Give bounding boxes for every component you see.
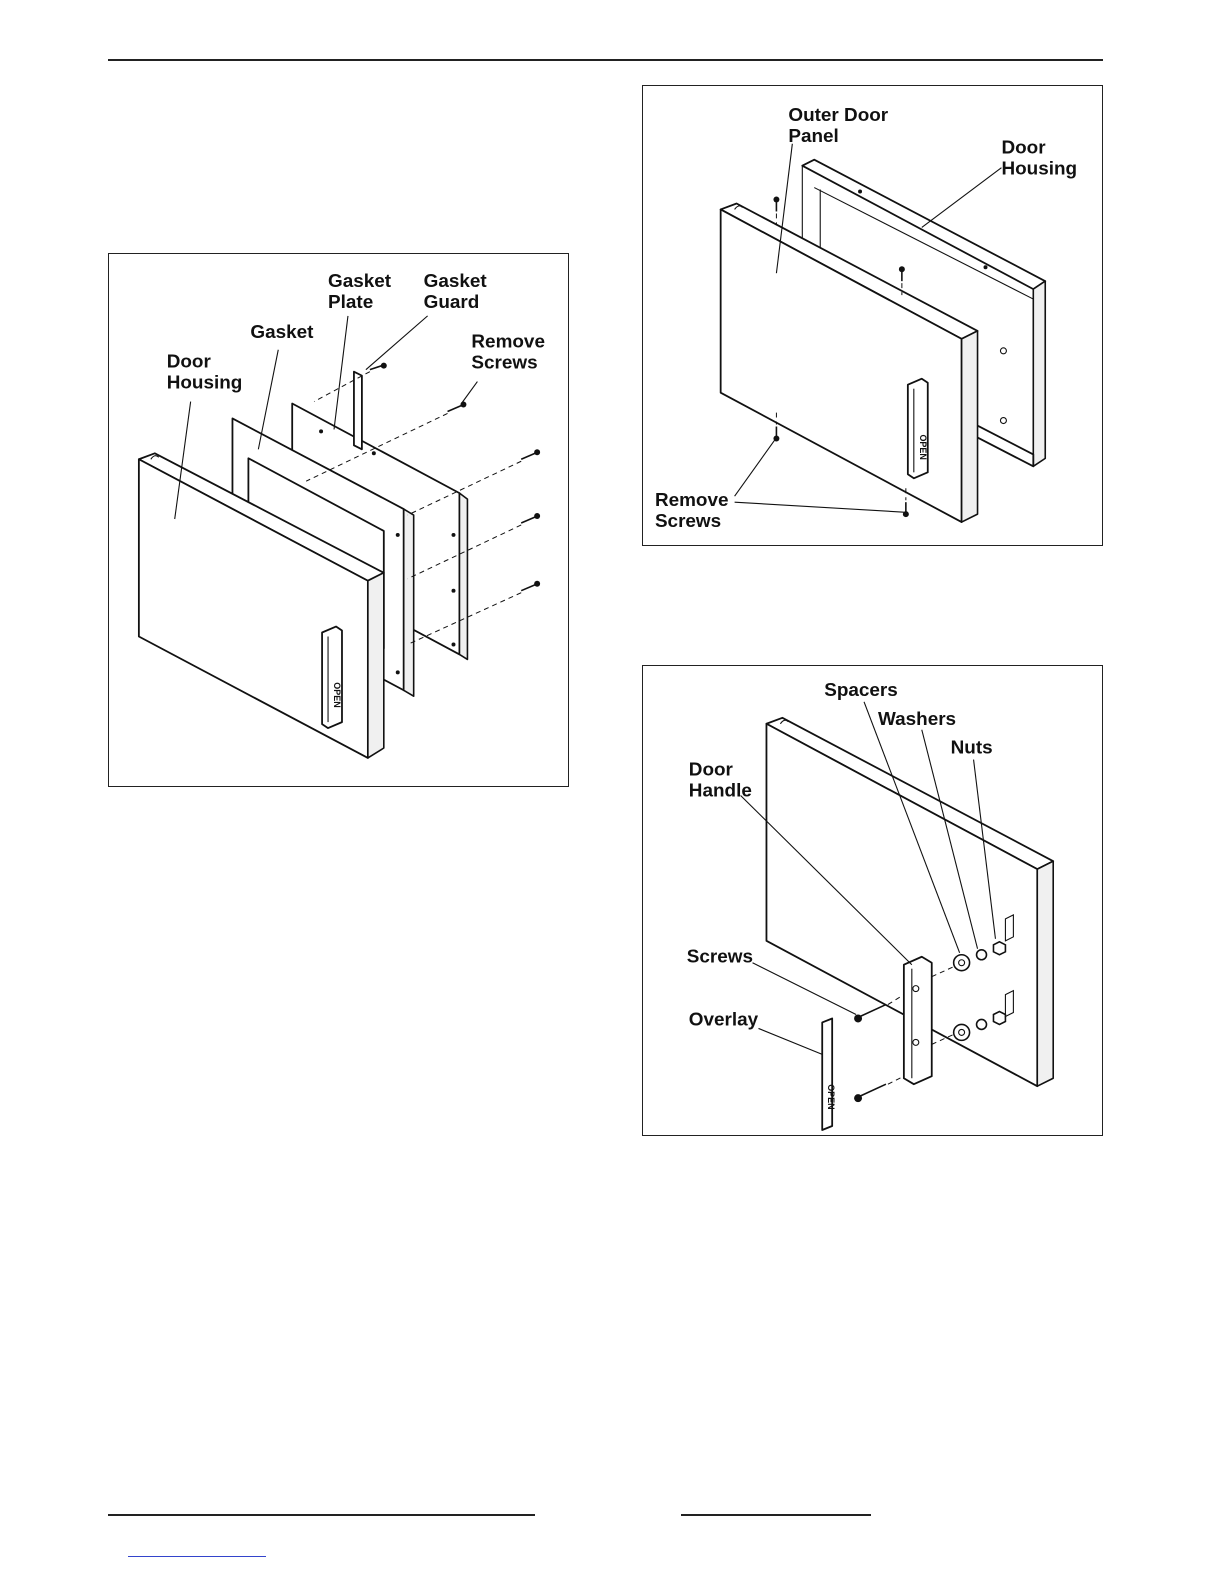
- label-nuts: Nuts: [951, 738, 993, 759]
- label-door-housing: Door: [1001, 138, 1046, 159]
- overlay-text: OPEN: [918, 434, 928, 459]
- label-door-housing: Door: [167, 352, 212, 373]
- label-overlay: Overlay: [689, 1009, 759, 1030]
- label-spacers: Spacers: [824, 680, 898, 701]
- footer-link-underline[interactable]: [128, 1556, 266, 1557]
- label-gasket: Gasket: [250, 322, 314, 343]
- label-screws: Screws: [687, 947, 753, 968]
- label-remove-screws: Remove: [655, 490, 729, 511]
- door-handle: [904, 957, 932, 1084]
- overlay-text: OPEN: [826, 1084, 836, 1109]
- label-outer-door-panel: Outer Door: [788, 105, 888, 126]
- label-washers: Washers: [878, 709, 956, 730]
- label-remove-screws: Remove: [471, 332, 545, 353]
- gasket-guard: [354, 372, 362, 450]
- label-gasket-plate: Gasket: [328, 271, 392, 292]
- overlay-text: OPEN: [332, 682, 342, 707]
- overlay-strip: [822, 1018, 832, 1130]
- footer-rule-right: [681, 1514, 871, 1516]
- screw-icon: [854, 1005, 886, 1103]
- label-door-handle: Door: [689, 760, 734, 781]
- footer-rule-left: [108, 1514, 535, 1516]
- header-rule: [108, 59, 1103, 61]
- label-gasket-guard: Gasket: [424, 271, 488, 292]
